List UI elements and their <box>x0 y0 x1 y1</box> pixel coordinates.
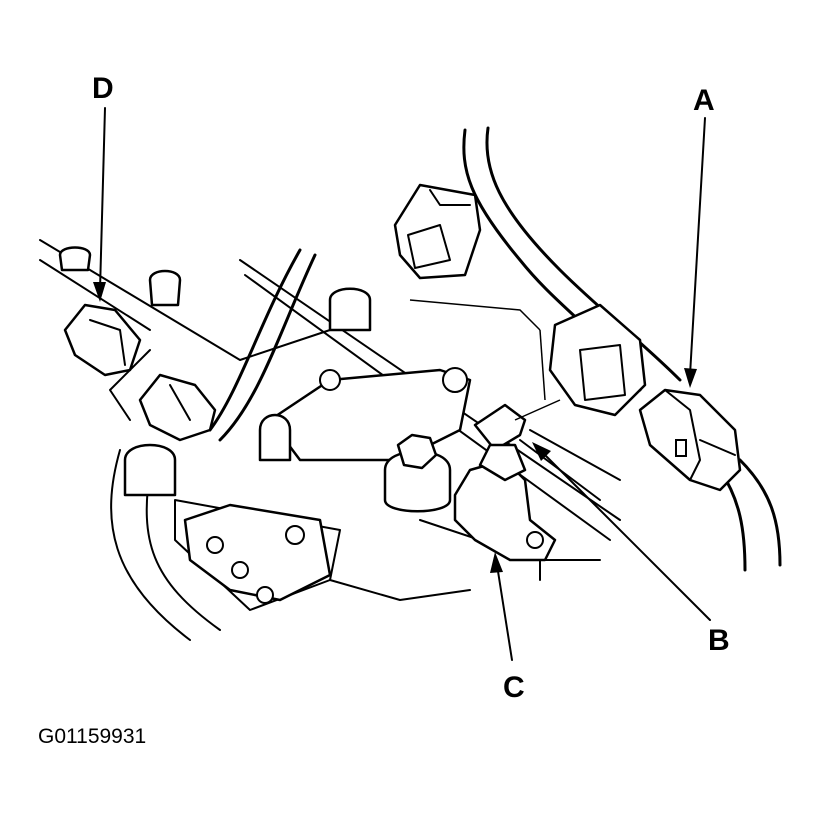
callout-label-a: A <box>693 84 715 117</box>
wire-harness <box>208 126 782 572</box>
connector-b-harness <box>473 303 647 452</box>
arrow-d-icon <box>93 282 106 302</box>
figure-id: G01159931 <box>38 725 146 748</box>
connector-c <box>453 443 557 562</box>
arrow-c-icon <box>490 552 503 573</box>
mounting-plate <box>183 503 332 604</box>
upper-connector <box>393 183 482 280</box>
bolt-icon <box>383 433 452 513</box>
callout-label-b: B <box>708 624 730 657</box>
connector-d <box>63 303 217 442</box>
connector-a <box>638 388 742 492</box>
callout-arrows <box>93 107 711 661</box>
arrow-a-icon <box>684 368 697 388</box>
callout-label-d: D <box>92 72 114 105</box>
arrow-b-icon <box>532 442 551 461</box>
leader-lines <box>409 299 561 421</box>
callout-label-c: C <box>503 671 525 704</box>
